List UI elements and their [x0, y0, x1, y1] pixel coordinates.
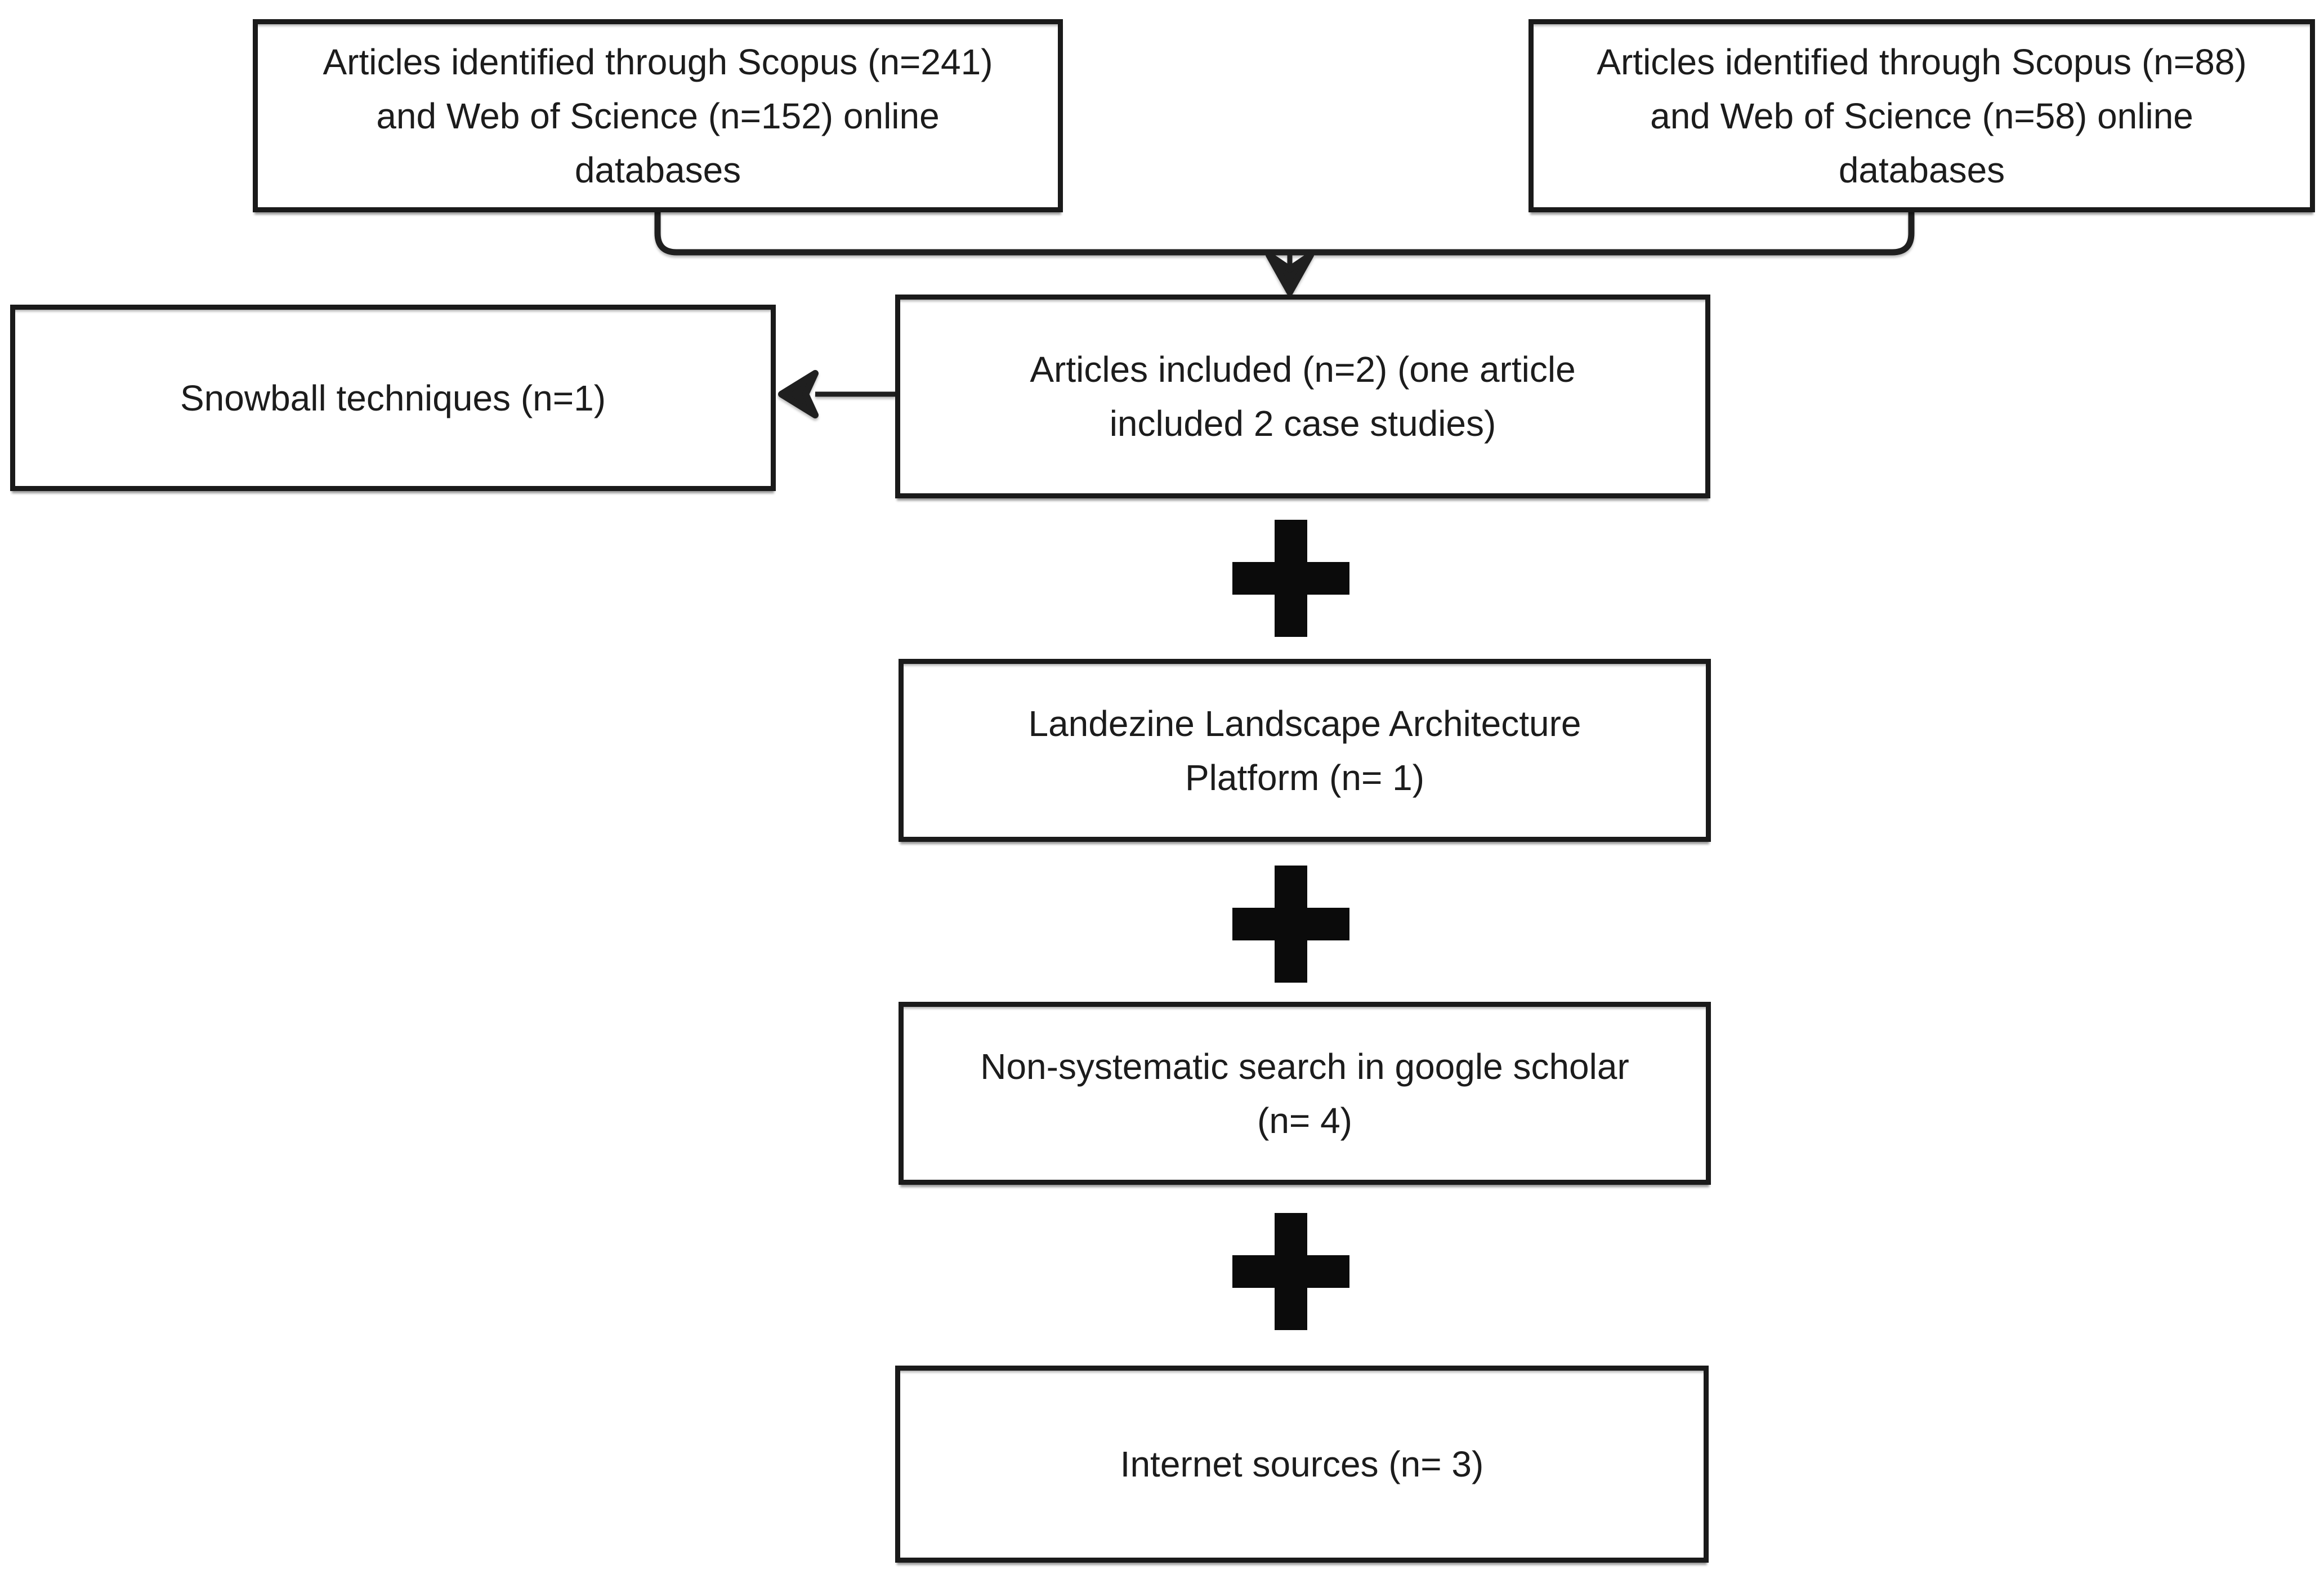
plus-bar-horizontal — [1232, 908, 1349, 940]
arrow-down-icon — [1266, 252, 1314, 296]
box-landezine-platform: Landezine Landscape Architecture Platfor… — [899, 659, 1711, 842]
plus-bar-horizontal — [1232, 562, 1349, 595]
plus-icon — [1232, 520, 1349, 637]
box-google-scholar-search: Non-systematic search in google scholar … — [899, 1002, 1711, 1185]
plus-bar-horizontal — [1232, 1255, 1349, 1288]
box-articles-included: Articles included (n=2) (one article inc… — [895, 295, 1710, 498]
merge-connector-line — [654, 212, 1915, 256]
box-internet-sources: Internet sources (n= 3) — [895, 1366, 1709, 1563]
box-source-databases-right: Articles identified through Scopus (n=88… — [1529, 19, 2315, 212]
arrow-left-icon — [778, 370, 819, 418]
box-source-databases-left: Articles identified through Scopus (n=24… — [253, 19, 1063, 212]
box-snowball-techniques: Snowball techniques (n=1) — [10, 305, 776, 491]
plus-icon — [1232, 866, 1349, 983]
plus-icon — [1232, 1213, 1349, 1330]
